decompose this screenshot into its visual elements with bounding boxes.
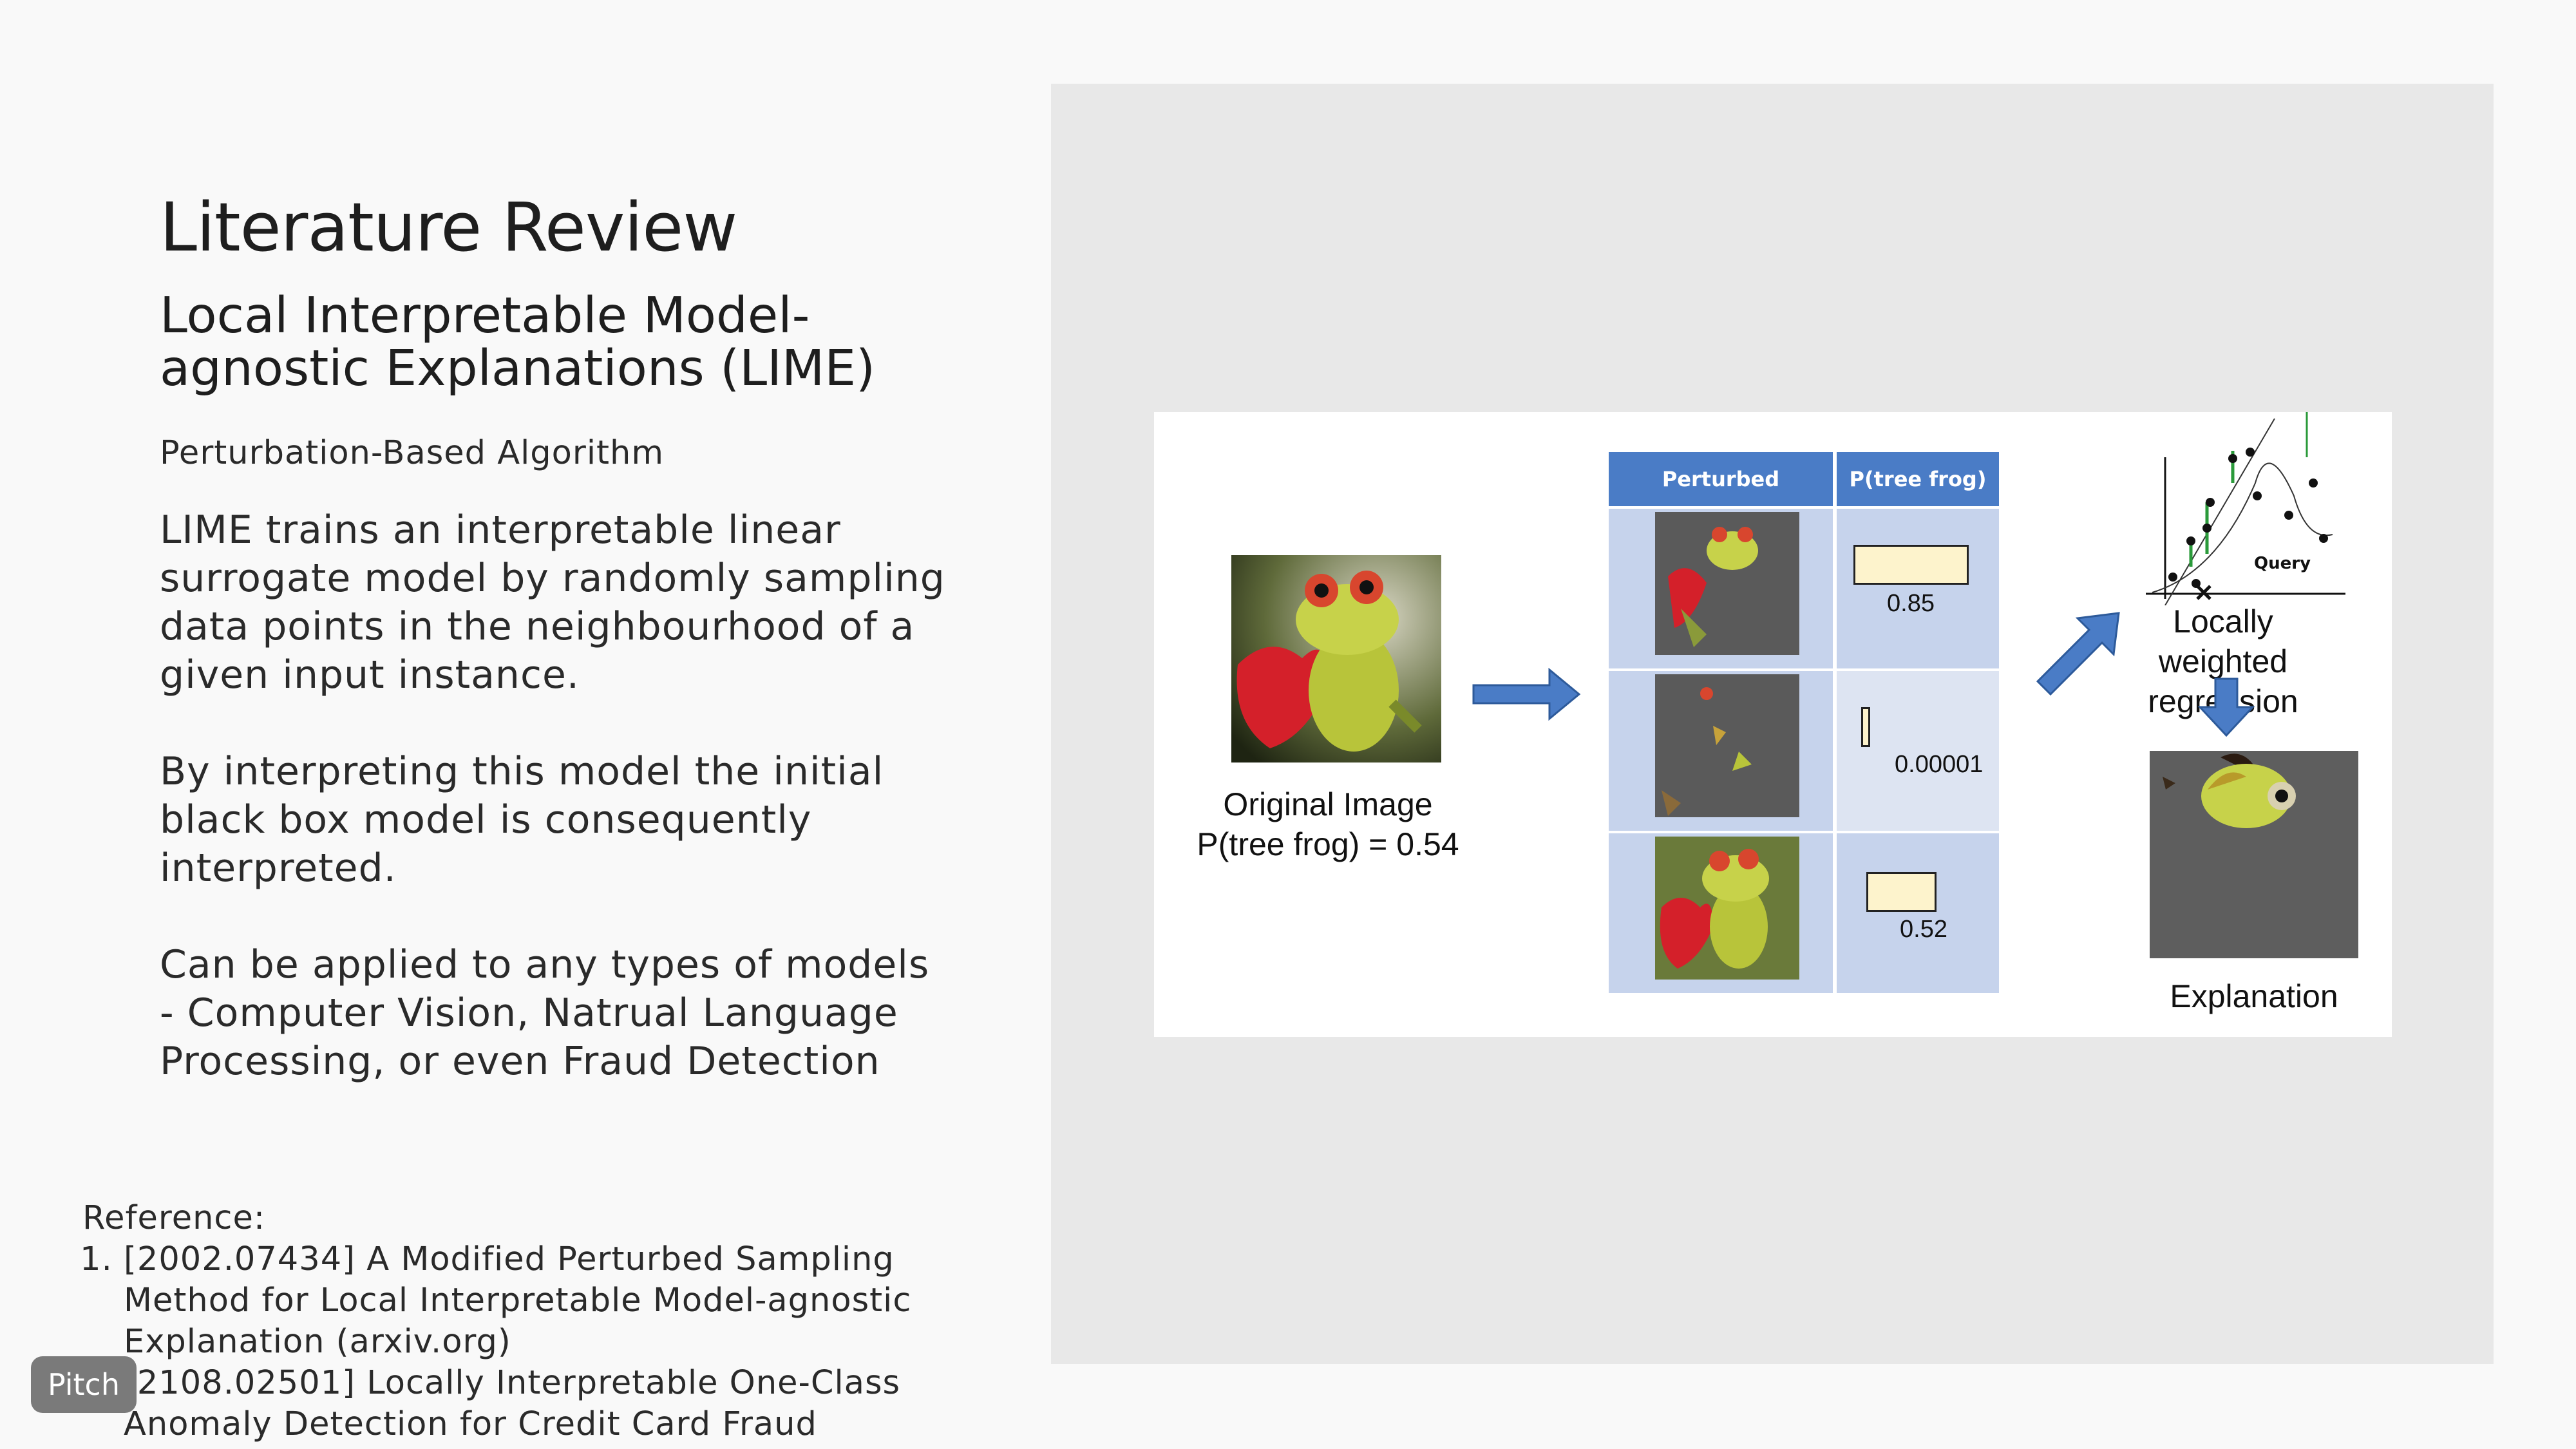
lime-diagram: Original Image P(tree frog) = 0.54 Pertu… <box>1154 412 2392 1037</box>
regression-plot <box>2146 412 2345 605</box>
explanation-caption: Explanation <box>2170 978 2338 1014</box>
reference-item[interactable]: [2002.07434] A Modified Perturbed Sampli… <box>124 1239 920 1363</box>
header-perturbed-instances: Perturbed Instances <box>1609 452 1833 545</box>
original-caption-line2: P(tree frog) = 0.54 <box>1197 826 1459 862</box>
perturbed-frog-image-1 <box>1655 512 1799 655</box>
probability-bar <box>1853 545 1969 585</box>
probability-bar <box>1861 707 1870 747</box>
references-block: Reference: [2002.07434] A Modified Pertu… <box>82 1198 920 1445</box>
regression-caption-line1: Locally weighted <box>2158 603 2288 679</box>
arrow-down-icon <box>2197 677 2255 737</box>
paragraph-applications: Can be applied to any types of models - … <box>160 942 930 1084</box>
section-heading: Perturbation-Based Algorithm <box>160 434 665 472</box>
reference-item[interactable]: [2108.02501] Locally Interpretable One-C… <box>124 1363 920 1445</box>
paragraph-interpretation: By interpreting this model the initial b… <box>160 749 884 891</box>
table-cell-value <box>1837 833 1999 993</box>
original-frog-image <box>1231 555 1441 762</box>
query-label: Query <box>2254 554 2311 573</box>
explanation-image <box>2150 751 2358 958</box>
slide-title: Literature Review <box>160 188 737 267</box>
probability-value: 0.00001 <box>1895 751 1984 778</box>
header-probability: P(tree frog) <box>1837 452 1999 506</box>
regression-caption: Locally weighted regression <box>2107 601 2339 721</box>
perturbed-frog-image-3 <box>1655 837 1799 980</box>
arrow-up-right-icon <box>2036 612 2120 696</box>
reference-label: Reference: <box>82 1199 266 1237</box>
probability-bar <box>1866 872 1937 912</box>
probability-value: 0.85 <box>1887 590 1935 617</box>
arrow-right-icon <box>1472 667 1581 721</box>
probability-value: 0.52 <box>1900 916 1947 943</box>
original-caption-line1: Original Image <box>1223 786 1433 822</box>
reference-list: [2002.07434] A Modified Perturbed Sampli… <box>82 1239 920 1445</box>
original-image-caption: Original Image P(tree frog) = 0.54 <box>1180 784 1476 864</box>
table-cell-value <box>1837 671 1999 831</box>
perturbed-frog-image-2 <box>1655 674 1799 817</box>
pitch-badge[interactable]: Pitch <box>31 1356 137 1413</box>
table-cell-value <box>1837 509 1999 668</box>
slide-subtitle: Local Interpretable Model-agnostic Expla… <box>160 287 876 397</box>
paragraph-lime-description: LIME trains an interpretable linear surr… <box>160 507 945 697</box>
